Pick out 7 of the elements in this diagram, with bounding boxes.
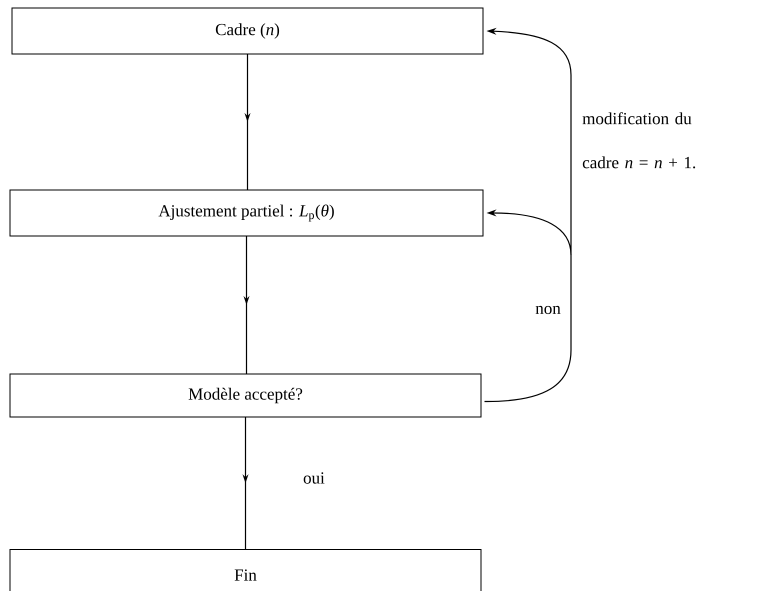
edge-label: oui [301, 470, 327, 486]
process-box: Cadre (n) [12, 8, 484, 54]
process-box: Modèle accepté? [10, 373, 482, 418]
edge-label: non [533, 304, 563, 316]
process-box: Fin [10, 548, 482, 591]
process-box: Ajustement partiel : L$_{p}$(θ) [10, 189, 484, 236]
edge-label: modification du cadre n = n + 1. [580, 110, 702, 170]
